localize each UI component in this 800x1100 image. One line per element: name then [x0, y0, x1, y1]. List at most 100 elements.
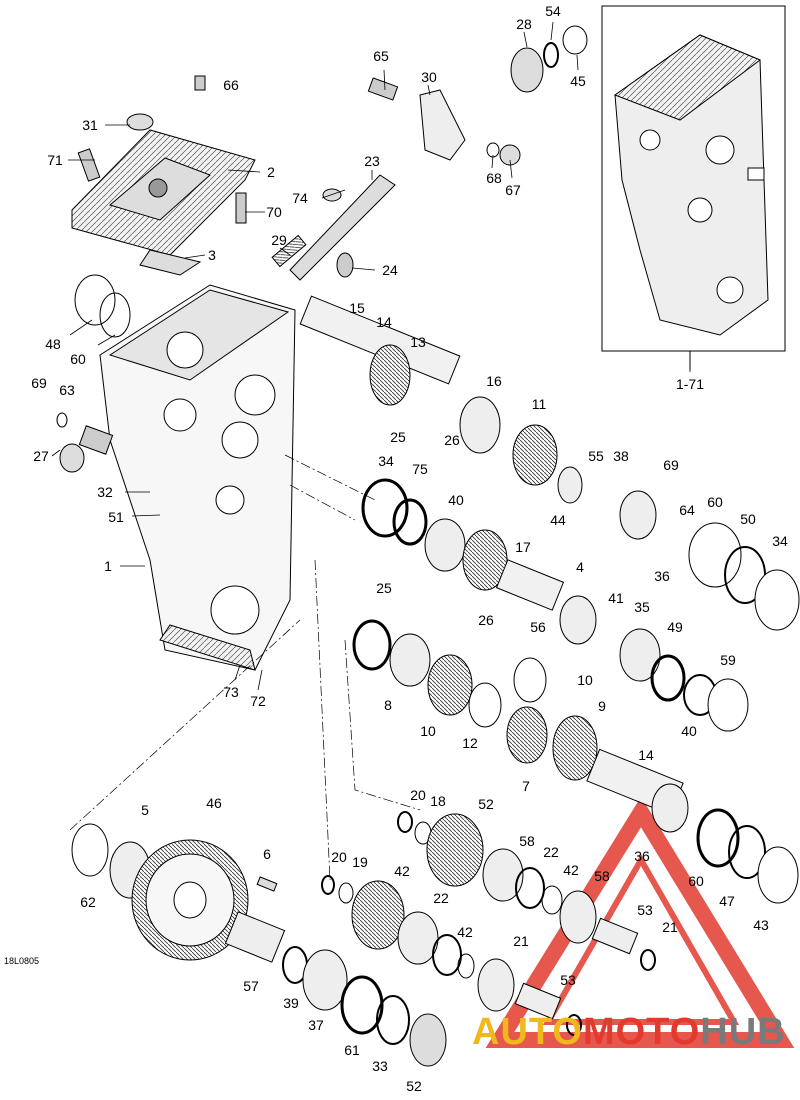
callout-47: 47 — [719, 893, 735, 909]
callout-38: 38 — [613, 448, 629, 464]
watermark-part-moto: MOTO — [582, 1011, 701, 1053]
callout-15: 15 — [349, 300, 365, 316]
callout-21: 21 — [662, 919, 678, 935]
main-housing — [56, 274, 296, 671]
callout-69: 69 — [663, 457, 679, 473]
callout-54: 54 — [545, 3, 561, 19]
callout-26: 26 — [478, 612, 494, 628]
callout-72: 72 — [250, 693, 266, 709]
leader-lines — [51, 21, 691, 691]
callout-10: 10 — [577, 672, 593, 688]
callout-42: 42 — [563, 862, 579, 878]
callout-58: 58 — [594, 868, 610, 884]
top-cover — [71, 75, 256, 276]
callout-60: 60 — [70, 351, 86, 367]
callout-28: 28 — [516, 16, 532, 32]
callout-53: 53 — [560, 972, 576, 988]
callout-9: 9 — [598, 698, 606, 714]
callout-4: 4 — [576, 559, 584, 575]
callout-53: 53 — [637, 902, 653, 918]
inset-assembly — [601, 5, 786, 370]
callout-48: 48 — [45, 336, 61, 352]
callout-22: 22 — [543, 844, 559, 860]
callout-56: 56 — [530, 619, 546, 635]
callout-61: 61 — [344, 1042, 360, 1058]
callout-60: 60 — [688, 873, 704, 889]
callout-49: 49 — [667, 619, 683, 635]
callout-34: 34 — [772, 533, 788, 549]
callout-39: 39 — [283, 995, 299, 1011]
callout-22: 22 — [433, 890, 449, 906]
callout-2: 2 — [267, 164, 275, 180]
callout-65: 65 — [373, 48, 389, 64]
watermark: AUTOMOTOHUB — [472, 1013, 786, 1051]
callout-75: 75 — [412, 461, 428, 477]
callout-36: 36 — [654, 568, 670, 584]
callout-30: 30 — [421, 69, 437, 85]
callout-57: 57 — [243, 978, 259, 994]
callout-58: 58 — [519, 833, 535, 849]
callout-69: 69 — [31, 375, 47, 391]
callout-43: 43 — [753, 917, 769, 933]
callout-20: 20 — [410, 787, 426, 803]
callout-73: 73 — [223, 684, 239, 700]
callout-68: 68 — [486, 170, 502, 186]
callout-71: 71 — [47, 152, 63, 168]
watermark-part-hub: HUB — [700, 1011, 786, 1053]
callout-19: 19 — [352, 854, 368, 870]
watermark-part-auto: AUTO — [472, 1011, 583, 1053]
callout-70: 70 — [266, 204, 282, 220]
inset-label: 1-71 — [675, 376, 705, 392]
callout-55: 55 — [588, 448, 604, 464]
callout-7: 7 — [522, 778, 530, 794]
callout-59: 59 — [720, 652, 736, 668]
figure-code: 18L0805 — [4, 956, 40, 966]
callout-67: 67 — [505, 182, 521, 198]
callout-31: 31 — [82, 117, 98, 133]
callout-37: 37 — [308, 1017, 324, 1033]
callout-42: 42 — [457, 924, 473, 940]
callout-52: 52 — [478, 796, 494, 812]
callout-17: 17 — [515, 539, 531, 555]
callout-25: 25 — [376, 580, 392, 596]
callout-64: 64 — [679, 502, 695, 518]
callout-36: 36 — [634, 848, 650, 864]
callout-12: 12 — [462, 735, 478, 751]
alignment-guides — [69, 454, 421, 881]
callout-23: 23 — [364, 153, 380, 169]
callout-29: 29 — [271, 232, 287, 248]
callout-13: 13 — [410, 334, 426, 350]
callout-44: 44 — [550, 512, 566, 528]
shift-linkage — [271, 25, 588, 281]
callout-45: 45 — [570, 73, 586, 89]
callout-60: 60 — [707, 494, 723, 510]
gear-train — [299, 295, 800, 904]
callout-66: 66 — [223, 77, 239, 93]
callout-24: 24 — [382, 262, 398, 278]
callout-21: 21 — [513, 933, 529, 949]
callout-1: 1 — [104, 558, 112, 574]
callout-62: 62 — [80, 894, 96, 910]
callout-50: 50 — [740, 511, 756, 527]
callout-16: 16 — [486, 373, 502, 389]
callout-51: 51 — [108, 509, 124, 525]
callout-42: 42 — [394, 863, 410, 879]
callout-32: 32 — [97, 484, 113, 500]
callout-8: 8 — [384, 697, 392, 713]
callout-27: 27 — [33, 448, 49, 464]
callout-41: 41 — [608, 590, 624, 606]
callout-40: 40 — [448, 492, 464, 508]
callout-14: 14 — [376, 314, 392, 330]
callout-33: 33 — [372, 1058, 388, 1074]
callout-35: 35 — [634, 599, 650, 615]
output-gear-group — [71, 811, 656, 1067]
callout-11: 11 — [531, 396, 547, 412]
callout-46: 46 — [206, 795, 222, 811]
callout-34: 34 — [378, 453, 394, 469]
callout-6: 6 — [263, 846, 271, 862]
callout-18: 18 — [430, 793, 446, 809]
callout-20: 20 — [331, 849, 347, 865]
callout-40: 40 — [681, 723, 697, 739]
